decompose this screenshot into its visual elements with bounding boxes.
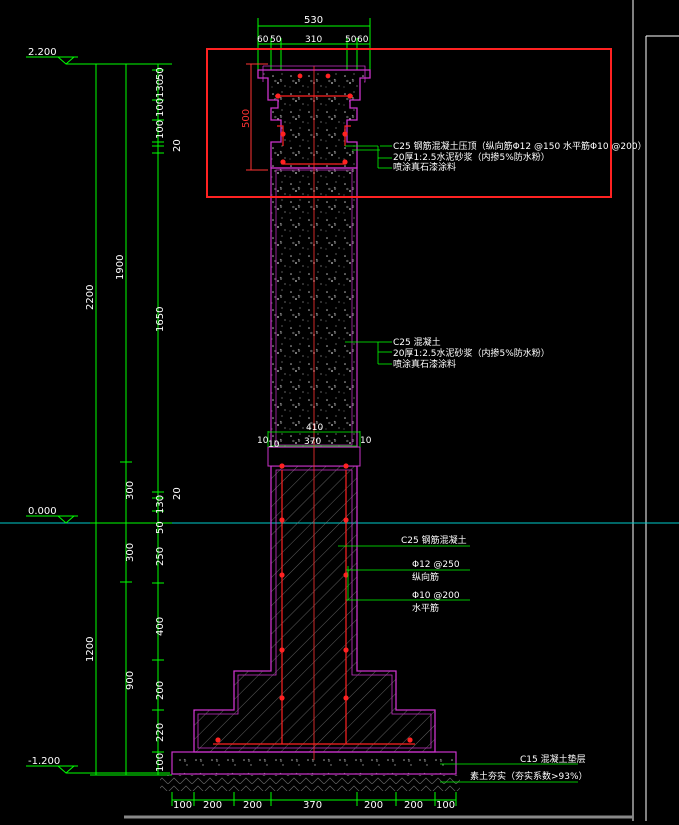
bottom-dim-1: 100 bbox=[173, 800, 192, 811]
level-marker-zero: 0.000 bbox=[26, 506, 78, 524]
shaft-note-line-3: 喷涂真石漆涂料 bbox=[393, 358, 456, 370]
bottom-dimension-chain: 100 200 200 370 200 200 100 bbox=[171, 792, 457, 811]
dim-60-right: 60 bbox=[357, 35, 369, 45]
dim-50-right: 50 bbox=[345, 35, 357, 45]
dim-20-top: 20 bbox=[172, 139, 183, 152]
bottom-dim-5: 200 bbox=[364, 800, 383, 811]
dim-370-mid: 370 bbox=[304, 437, 321, 447]
dim-1650: 1650 bbox=[155, 307, 166, 332]
level-bottom-label: -1.200 bbox=[28, 756, 60, 767]
level-marker-bottom: -1.200 bbox=[26, 756, 170, 774]
rebar-horizontal-name: 水平筋 bbox=[412, 602, 439, 614]
dim-20-mid: 20 bbox=[172, 487, 183, 500]
base-concrete-note: C25 钢筋混凝土 bbox=[401, 534, 467, 546]
dim-900: 900 bbox=[125, 671, 136, 690]
dim-220: 220 bbox=[155, 723, 166, 742]
bottom-dim-7: 100 bbox=[436, 800, 455, 811]
rebar-vertical-spec: Φ12 @250 bbox=[412, 560, 460, 570]
bottom-dim-6: 200 bbox=[404, 800, 423, 811]
left-dimension-chains bbox=[90, 63, 172, 776]
dim-400: 400 bbox=[155, 617, 166, 636]
dim-130-top: 130 bbox=[155, 79, 166, 98]
dim-1200: 1200 bbox=[85, 637, 96, 662]
cap-highlight-box[interactable] bbox=[206, 48, 612, 198]
dim-50-mid: 50 bbox=[155, 521, 166, 534]
cap-note-group: C25 钢筋混凝土压顶（纵向筋Φ12 @150 水平筋Φ10 @200） 20厚… bbox=[345, 140, 647, 173]
dim-300-upper: 300 bbox=[125, 481, 136, 500]
dim-10-right: 10 bbox=[360, 436, 372, 446]
soil-note: 素土夯实（夯实系数>93%） bbox=[470, 770, 588, 782]
compacted-soil bbox=[160, 775, 460, 791]
bottom-dim-4: 370 bbox=[303, 800, 322, 811]
foundation-note-group: C15 混凝土垫层 素土夯实（夯实系数>93%） bbox=[440, 753, 588, 783]
cap-height-dimension: 500 bbox=[241, 63, 268, 171]
dim-250: 250 bbox=[155, 547, 166, 566]
shaft-note-line-1: C25 混凝土 bbox=[393, 336, 441, 348]
dim-130-mid: 130 bbox=[155, 495, 166, 514]
shaft-note-group: C25 混凝土 20厚1:2.5水泥砂浆（内掺5%防水粉） 喷涂真石漆涂料 bbox=[345, 336, 550, 370]
dim-500: 500 bbox=[241, 109, 252, 128]
dim-100-c: 100 bbox=[155, 753, 166, 772]
level-top-label: 2.200 bbox=[28, 47, 57, 58]
cap-note-line-2: 20厚1:2.5水泥砂浆（内掺5%防水粉） bbox=[393, 151, 550, 163]
dim-530: 530 bbox=[304, 15, 323, 26]
shaft-note-line-2: 20厚1:2.5水泥砂浆（内掺5%防水粉） bbox=[393, 347, 550, 359]
dim-310: 310 bbox=[305, 35, 322, 45]
dim-1900: 1900 bbox=[115, 255, 126, 280]
cushion-note: C15 混凝土垫层 bbox=[520, 753, 586, 765]
dim-100-b: 100 bbox=[155, 120, 166, 139]
level-zero-label: 0.000 bbox=[28, 506, 57, 517]
cap-rebar bbox=[275, 73, 353, 165]
dim-200: 200 bbox=[155, 681, 166, 700]
dim-2200: 2200 bbox=[85, 285, 96, 310]
rebar-vertical-name: 纵向筋 bbox=[412, 571, 439, 583]
dim-300-lower: 300 bbox=[125, 543, 136, 562]
bottom-dim-3: 200 bbox=[243, 800, 262, 811]
dim-60-left: 60 bbox=[257, 35, 269, 45]
mid-width-dimension: 410 370 10 10 10 bbox=[257, 423, 372, 450]
bottom-dim-2: 200 bbox=[203, 800, 222, 811]
foundation-plaster-line bbox=[197, 469, 432, 749]
cap-note-line-1: C25 钢筋混凝土压顶（纵向筋Φ12 @150 水平筋Φ10 @200） bbox=[393, 140, 647, 152]
base-note-group: C25 钢筋混凝土 Φ12 @250 纵向筋 Φ10 @200 水平筋 bbox=[338, 534, 470, 614]
rebar-horizontal-spec: Φ10 @200 bbox=[412, 591, 460, 601]
dim-10-left-a: 10 bbox=[257, 436, 269, 446]
level-marker-top: 2.200 bbox=[26, 47, 102, 65]
foundation-footing bbox=[193, 465, 436, 753]
left-dimension-texts: 2200 1200 1900 300 300 900 50 130 100 10… bbox=[85, 67, 183, 772]
dim-50-top: 50 bbox=[155, 67, 166, 80]
dim-100-a: 100 bbox=[155, 98, 166, 117]
cap-note-line-3: 喷涂真石漆涂料 bbox=[393, 161, 456, 173]
dim-10-left-b: 10 bbox=[268, 440, 280, 450]
dim-410: 410 bbox=[306, 423, 323, 433]
drawing-frame bbox=[124, 0, 679, 821]
dim-50-left: 50 bbox=[270, 35, 282, 45]
top-dimension-chain: 530 60 50 310 50 60 bbox=[257, 15, 371, 70]
base-rebar bbox=[213, 463, 415, 745]
